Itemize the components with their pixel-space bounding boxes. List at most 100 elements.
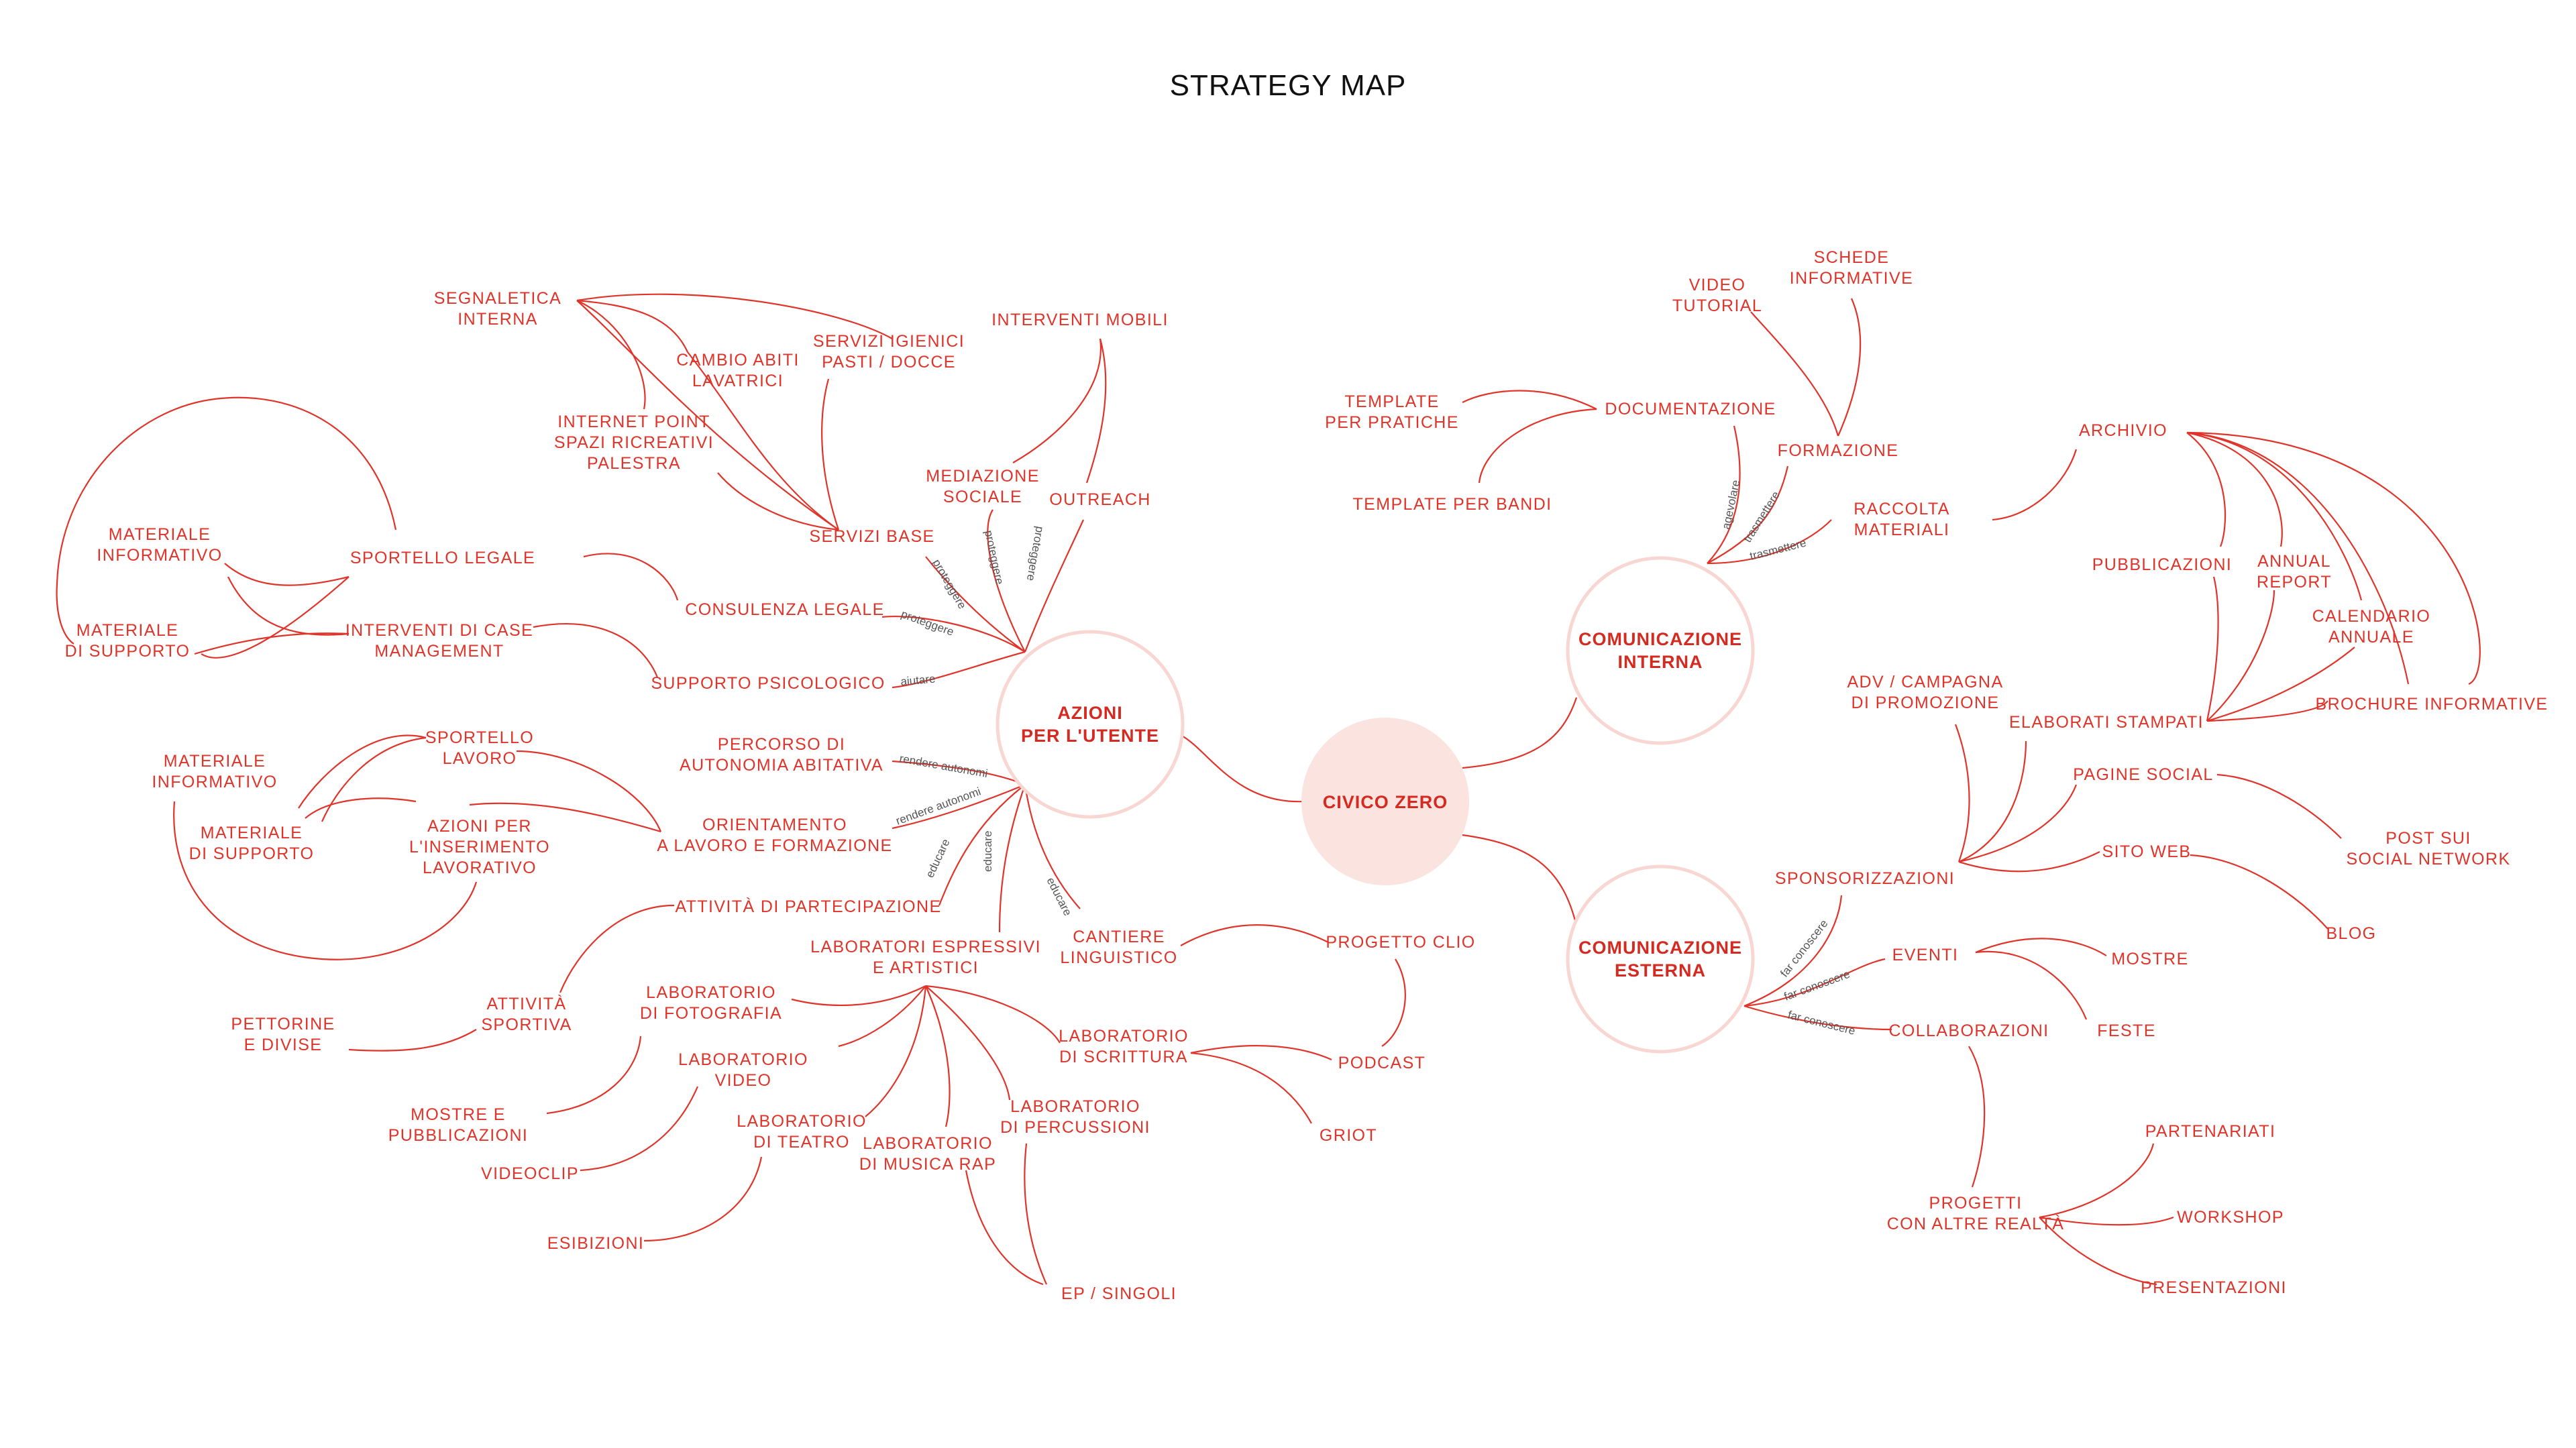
edge-raccolta-archivio — [1992, 449, 2078, 521]
node-formazione: FORMAZIONE — [1778, 441, 1899, 460]
node-template-pratiche: TEMPLATE PER PRATICHE — [1325, 392, 1459, 432]
edge-esterna-collaborazioni — [1743, 1005, 1892, 1031]
verb-label: educare — [923, 837, 952, 880]
label-line: PUBBLICAZIONI — [2092, 555, 2233, 574]
verb-label: trasmettere — [1748, 537, 1807, 563]
verb-label: proteggere — [930, 557, 969, 612]
verb-label: far conoscere — [1786, 1008, 1857, 1037]
label-line: MEDIAZIONE — [926, 467, 1040, 486]
edge-loop-lavoro — [173, 801, 478, 960]
label-line: DI MUSICA RAP — [859, 1155, 996, 1174]
edge-utente-servizibase — [925, 556, 1026, 653]
label-line: INTERNA — [458, 310, 538, 329]
edge-utente-outreach — [1024, 519, 1085, 653]
edge-utente-supporto — [892, 651, 1026, 689]
edge-lavoro-matinfo — [298, 734, 427, 809]
edge-utente-consulenza — [881, 615, 1026, 653]
edge-scrittura-podcast — [1190, 1045, 1332, 1061]
label-line: EVENTI — [1892, 946, 1959, 964]
edge-percussioni-ep — [1024, 1143, 1048, 1285]
node-brochure: BROCHURE INFORMATIVE — [2316, 695, 2548, 714]
edge-mobili-mediazione — [1012, 338, 1102, 463]
label-line: ELABORATI STAMPATI — [2009, 713, 2204, 732]
label-line: SPONSORIZZAZIONI — [1775, 869, 1955, 888]
label-line: A LAVORO E FORMAZIONE — [657, 836, 892, 855]
label-line: E DIVISE — [244, 1036, 323, 1054]
edge-elab-annual — [2206, 590, 2275, 722]
label-line: PASTI / DOCCE — [822, 353, 956, 372]
edge-progetti-partenariati — [2039, 1143, 2155, 1219]
node-supporto-psicologico: SUPPORTO PSICOLOGICO — [651, 674, 885, 693]
edge-lab-fotografia — [791, 985, 926, 1007]
node-servizi-base: SERVIZI BASE — [809, 527, 934, 546]
label-line: INTERNET POINT — [557, 412, 710, 431]
label-line: PAGINE SOCIAL — [2073, 765, 2213, 784]
edge-legale-matinfo — [224, 563, 350, 586]
label-line: DI SCRITTURA — [1059, 1048, 1188, 1066]
edge-legale-consulenza — [583, 553, 679, 601]
edge-sb-igienici — [821, 378, 840, 531]
edge-formazione-schede — [1837, 298, 1862, 437]
label-line: PODCAST — [1338, 1054, 1426, 1072]
verb-label: agevolare — [1719, 479, 1742, 531]
edge-utente-percorso — [892, 760, 1026, 786]
node-ep-singoli: EP / SINGOLI — [1061, 1284, 1177, 1303]
node-mediazione: MEDIAZIONE SOCIALE — [926, 467, 1040, 506]
label-line: LABORATORIO — [1059, 1027, 1189, 1046]
label-line: PER L'UTENTE — [1021, 726, 1159, 746]
label-line: SCHEDE — [1814, 248, 1890, 267]
edge-archivio-calendario — [2186, 431, 2363, 601]
label-line: SOCIALE — [943, 488, 1022, 506]
node-interventi-mobili: INTERVENTI MOBILI — [991, 311, 1169, 329]
label-line: LABORATORIO — [646, 983, 776, 1002]
label-line: ANNUALE — [2328, 628, 2414, 647]
edge-spons-sito — [1958, 851, 2100, 873]
label-line: LINGUISTICO — [1060, 948, 1177, 967]
label-line: PETTORINE — [231, 1015, 335, 1034]
node-podcast: PODCAST — [1338, 1054, 1426, 1072]
label-line: CALENDARIO — [2312, 607, 2431, 626]
node-collaborazioni: COLLABORAZIONI — [1888, 1021, 2049, 1040]
node-pubblicazioni: PUBBLICAZIONI — [2092, 555, 2233, 574]
edge-doc-tplpratiche — [1462, 390, 1597, 410]
verb-label: proteggere — [1024, 525, 1046, 581]
edge-video-videoclip — [580, 1086, 699, 1172]
label-line: SPORTELLO — [425, 728, 534, 747]
edge-lavoro-matsupp — [321, 736, 427, 822]
edge-sb-internet — [717, 472, 839, 531]
label-line: OUTREACH — [1049, 490, 1150, 509]
verb-label: rendere autonomi — [898, 752, 989, 780]
node-attivita-partecipazione: ATTIVITÀ DI PARTECIPAZIONE — [675, 897, 941, 916]
edge-segn-igienici — [576, 293, 893, 339]
page-title: STRATEGY MAP — [1170, 69, 1407, 102]
label-line: SEGNALETICA — [434, 289, 561, 308]
edge-legale-matsupp — [201, 576, 350, 659]
label-line: PROGETTO CLIO — [1326, 933, 1475, 952]
edge-utente-cantiere — [1024, 784, 1081, 909]
label-line: EP / SINGOLI — [1061, 1284, 1177, 1303]
edge-inserimento-matsupp — [305, 797, 417, 819]
edge-utente-partecipazione — [938, 784, 1026, 906]
label-line: PRESENTAZIONI — [2141, 1278, 2287, 1297]
edge-utente-orientamento — [892, 783, 1026, 830]
hub-civico-zero-circle — [1301, 718, 1469, 885]
node-documentazione: DOCUMENTAZIONE — [1605, 400, 1776, 419]
label-line: TEMPLATE PER BANDI — [1352, 495, 1552, 514]
label-line: TEMPLATE — [1344, 392, 1439, 411]
label-line: PER PRATICHE — [1325, 413, 1459, 432]
label-line: LABORATORIO — [863, 1134, 993, 1153]
edge-elab-pubblicazioni — [2206, 576, 2219, 722]
edge-center-utente — [1179, 734, 1305, 803]
label-line: MATERIALE — [76, 621, 178, 640]
